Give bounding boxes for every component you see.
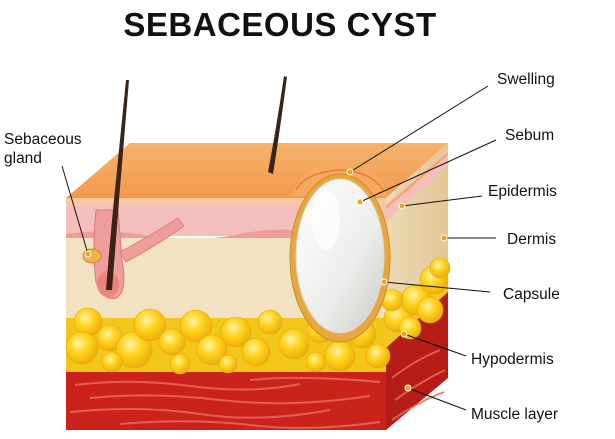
label-dermis: Dermis — [507, 231, 556, 248]
label-capsule: Capsule — [503, 286, 560, 303]
label-hypodermis: Hypodermis — [471, 351, 554, 368]
leader-lines — [61, 85, 497, 411]
hair-shaft — [106, 80, 129, 290]
muscle-fibers — [69, 349, 446, 429]
page-title: SEBACEOUS CYST — [123, 6, 437, 43]
hair-shaft-2 — [268, 76, 287, 174]
arrector-pili-muscle — [119, 217, 185, 263]
leader-dots — [84, 168, 448, 392]
label-swelling: Swelling — [497, 71, 555, 88]
label-sebaceous-gland-line2: gland — [4, 150, 42, 167]
cyst — [289, 173, 391, 343]
label-muscle-layer: Muscle layer — [471, 406, 558, 423]
label-sebaceous-gland-line1: Sebaceous — [4, 131, 82, 148]
cyst-sebum — [295, 178, 385, 334]
hair-follicle — [82, 80, 185, 300]
label-epidermis: Epidermis — [488, 183, 557, 200]
label-sebum: Sebum — [505, 127, 554, 144]
